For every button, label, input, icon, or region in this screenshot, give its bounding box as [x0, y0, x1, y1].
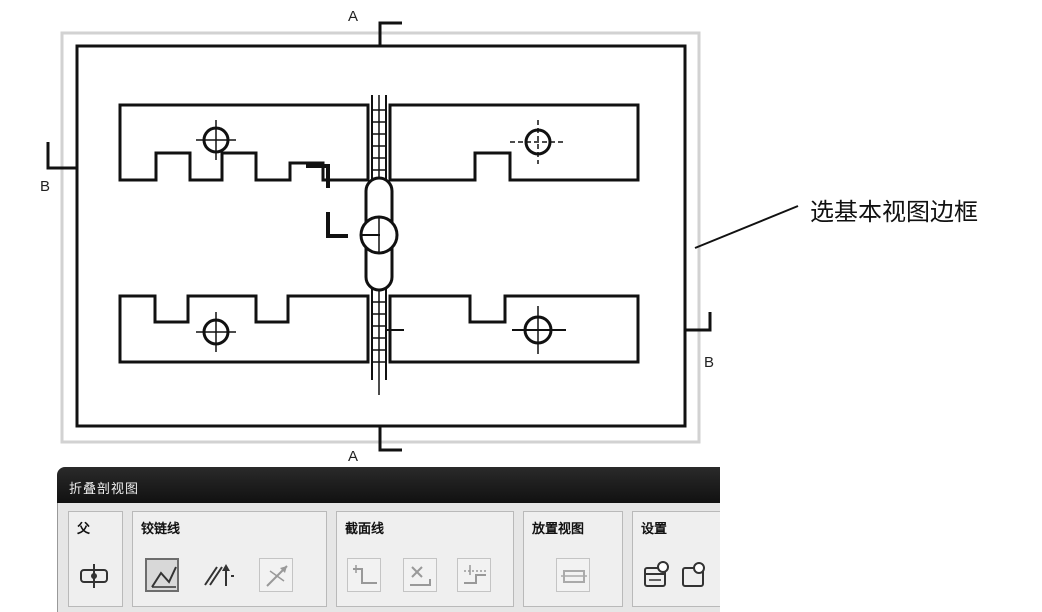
style-button[interactable]	[679, 558, 713, 592]
callout-text: 选基本视图边框	[810, 198, 978, 226]
section-cut-lower	[326, 212, 348, 238]
settings-icon	[644, 561, 669, 587]
section-label-right: B	[704, 354, 715, 371]
auto-hinge-icon	[151, 566, 177, 588]
dialog-title-bar[interactable]: 折叠剖视图	[57, 467, 720, 503]
section-label-left: B	[40, 178, 51, 195]
group-section-line-title: 截面线	[345, 522, 385, 537]
group-hinge-line-title: 铰链线	[141, 522, 181, 537]
section-arrow-bottom	[378, 426, 402, 452]
reverse-direction-icon	[266, 565, 288, 587]
vector-direction-button[interactable]	[201, 558, 235, 592]
section-point-button[interactable]	[403, 558, 437, 592]
part-top-right	[388, 103, 640, 182]
place-view-button[interactable]	[556, 558, 590, 592]
place-view-icon	[561, 570, 587, 583]
style-icon	[682, 562, 705, 587]
hole-bottom-left	[196, 312, 236, 352]
section-arrow-left	[46, 142, 77, 170]
group-parent-title: 父	[77, 522, 91, 537]
reverse-direction-button[interactable]	[259, 558, 293, 592]
dialog-ribbon: 父 铰链线	[57, 503, 720, 612]
auto-hinge-button[interactable]	[145, 558, 179, 592]
fold-section-view-dialog: 折叠剖视图 父 铰链线	[57, 467, 720, 612]
callout-leader	[694, 205, 799, 249]
group-settings-title: 设置	[641, 522, 668, 537]
vector-direction-icon	[204, 564, 234, 586]
group-settings: 设置	[632, 511, 720, 607]
settings-button[interactable]	[639, 558, 673, 592]
section-segment-button[interactable]	[347, 558, 381, 592]
group-place-view: 放置视图	[523, 511, 623, 607]
dialog-title: 折叠剖视图	[69, 482, 140, 497]
hole-top-right	[510, 120, 566, 164]
section-label-bottom: A	[348, 448, 359, 465]
hole-bottom-right	[512, 306, 566, 354]
section-arrow-right	[685, 312, 712, 332]
view-select-button[interactable]	[77, 558, 111, 592]
group-section-line: 截面线	[336, 511, 514, 607]
drawing-canvas[interactable]	[0, 0, 1042, 470]
group-parent: 父	[68, 511, 123, 607]
section-segment-icon	[353, 565, 377, 584]
section-corner-button[interactable]	[457, 558, 491, 592]
view-select-icon	[80, 564, 108, 588]
group-place-view-title: 放置视图	[532, 522, 585, 537]
part-bottom-left	[118, 294, 370, 364]
section-arrow-top	[378, 21, 402, 46]
section-label-top: A	[348, 8, 359, 25]
section-cut-upper	[306, 164, 330, 188]
section-corner-icon	[464, 565, 486, 584]
hole-top-left	[196, 120, 236, 160]
part-top-left	[118, 103, 370, 182]
group-hinge-line: 铰链线	[132, 511, 327, 607]
section-point-icon	[410, 566, 431, 586]
part-bottom-right	[388, 294, 640, 364]
